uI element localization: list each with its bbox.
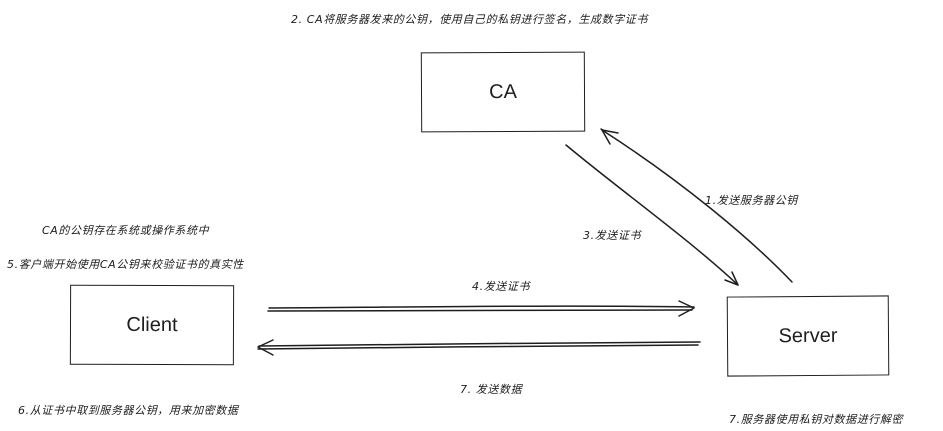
label-step3: 3.发送证书 <box>583 229 642 242</box>
client-node-label: Client <box>126 313 178 336</box>
label-ca-pubkey: CA的公钥存在系统或操作系统中 <box>42 224 210 237</box>
label-step4: 4.发送证书 <box>472 280 531 293</box>
label-step2: 2. CA将服务器发来的公钥，使用自己的私钥进行签名，生成数字证书 <box>291 13 648 26</box>
label-step1: 1.发送服务器公钥 <box>705 194 798 207</box>
label-step5: 5.客户端开始使用CA公钥来校验证书的真实性 <box>7 258 244 271</box>
server-node-label: Server <box>778 324 838 347</box>
label-step7-send: 7. 发送数据 <box>460 383 523 396</box>
label-step7-server: 7.服务器使用私钥对数据进行解密 <box>729 413 904 426</box>
server-node[interactable]: Server <box>726 295 890 377</box>
arrow-server-to-client <box>257 339 701 356</box>
arrow-client-to-server <box>267 300 695 317</box>
ca-node-label: CA <box>489 80 517 103</box>
ca-node[interactable]: CA <box>420 51 586 133</box>
arrow-ca-to-server <box>565 144 739 286</box>
client-node[interactable]: Client <box>69 284 235 366</box>
label-step6: 6.从证书中取到服务器公钥，用来加密数据 <box>18 404 239 417</box>
